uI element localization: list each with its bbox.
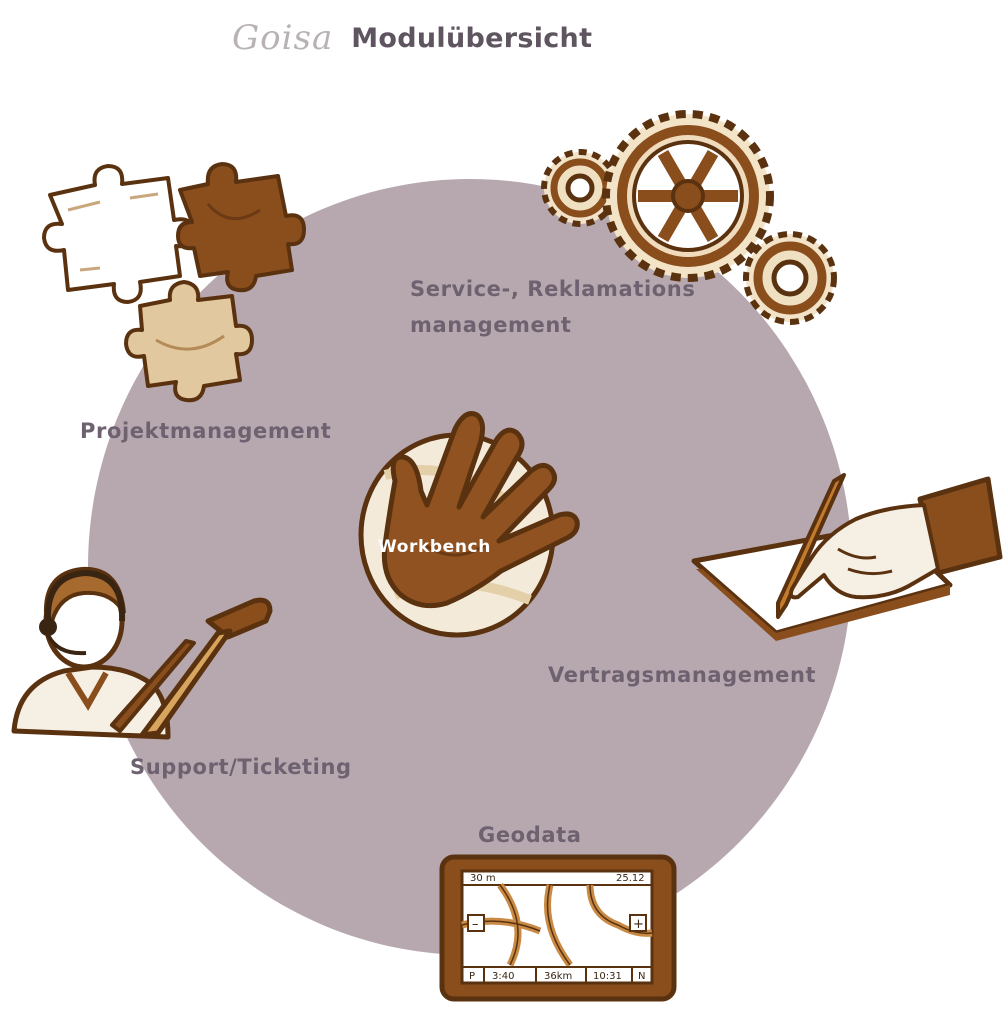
goisa-logo: Goisa [232, 18, 334, 58]
tablet-bottom-label: P [469, 971, 475, 982]
puzzle-icon[interactable] [40, 150, 310, 403]
service-label-line2[interactable]: management [410, 313, 572, 337]
workbench-label[interactable]: Workbench [378, 537, 491, 557]
support-agent-icon[interactable] [8, 555, 283, 745]
tablet-bottom-label: 3:40 [492, 971, 514, 982]
tablet-bottom-label: 10:31 [593, 971, 622, 982]
tablet-bottom-label: 36km [544, 971, 572, 982]
tablet-map-icon[interactable]: 30 m 25.12 – + P 3:40 36km 10:31 N [439, 854, 680, 1005]
page-title: Modulübersicht [351, 22, 593, 54]
tablet-top-left-text: 30 m [470, 873, 496, 884]
zoom-out-button[interactable]: – [472, 917, 479, 932]
service-label-line1[interactable]: Service-, Reklamations [410, 277, 696, 301]
zoom-in-button[interactable]: + [633, 917, 644, 932]
hand-icon[interactable] [355, 395, 600, 645]
support-ticketing-label[interactable]: Support/Ticketing [130, 755, 352, 779]
projektmanagement-label[interactable]: Projektmanagement [80, 419, 332, 443]
vertragsmanagement-label[interactable]: Vertragsmanagement [548, 663, 817, 687]
geodata-label[interactable]: Geodata [478, 823, 582, 847]
page-header: Goisa Modulübersicht [232, 14, 592, 62]
gears-icon[interactable] [540, 100, 840, 335]
tablet-bottom-label: N [638, 971, 645, 982]
writing-hand-icon[interactable] [688, 465, 1003, 655]
tablet-top-right-text: 25.12 [616, 873, 645, 884]
